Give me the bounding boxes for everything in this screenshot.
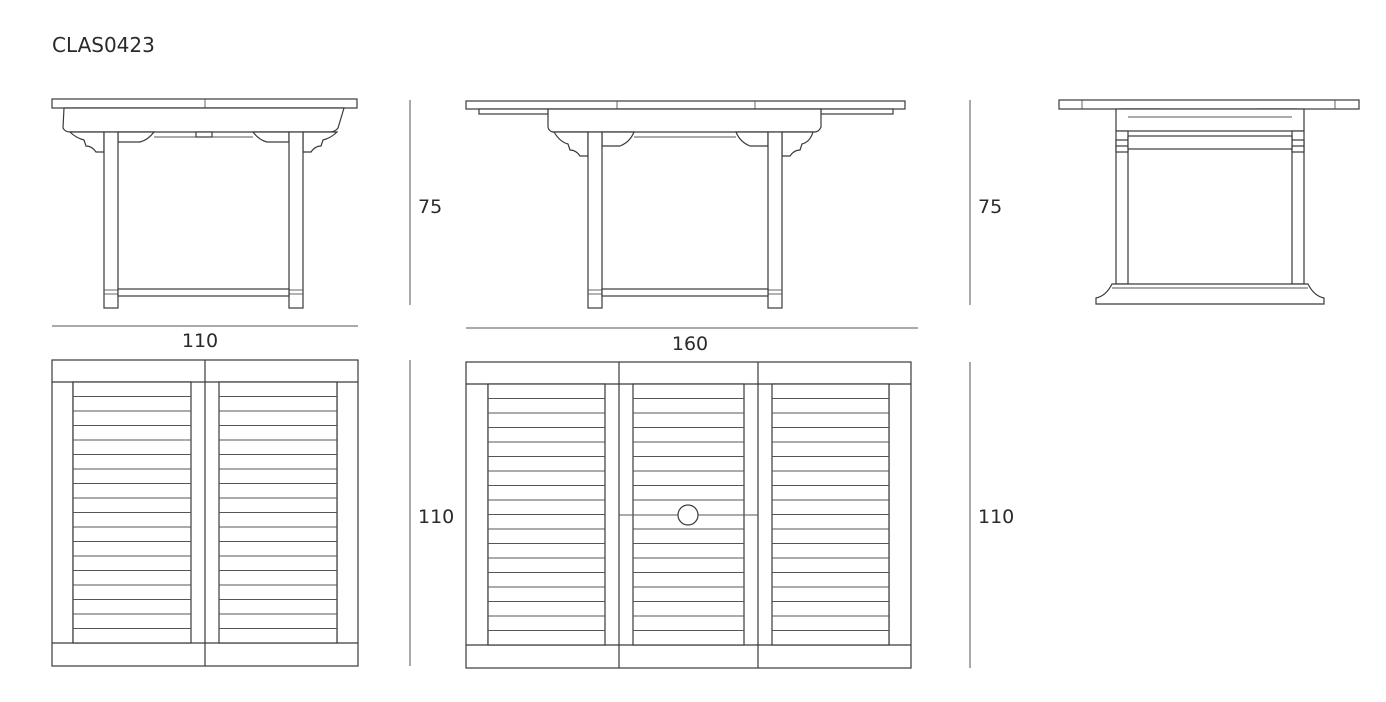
side-elevation	[1058, 99, 1360, 305]
umbrella-hole	[677, 504, 699, 526]
depth-label-small: 110	[418, 506, 454, 528]
plan-closed	[51, 359, 359, 667]
plan-extended	[465, 361, 912, 669]
front-elevation-closed	[51, 98, 358, 309]
front-elevation-extended	[465, 100, 906, 309]
width-label-large: 160	[672, 333, 708, 355]
depth-label-large: 110	[978, 506, 1014, 528]
height-label-small: 75	[418, 196, 442, 218]
height-label-large: 75	[978, 196, 1002, 218]
drawing-title: CLAS0423	[52, 33, 155, 57]
width-label-small: 110	[182, 330, 218, 352]
